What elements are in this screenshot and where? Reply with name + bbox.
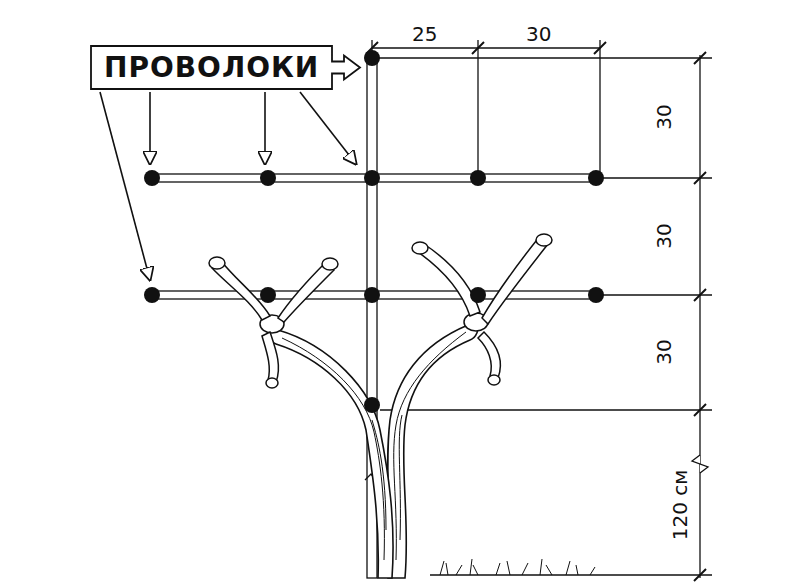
dimension-label: 30 bbox=[653, 102, 675, 131]
callout-text: ПРОВОЛОКИ bbox=[90, 45, 334, 84]
callout-box: ПРОВОЛОКИ bbox=[90, 45, 334, 90]
dimension-label: 30 bbox=[524, 23, 553, 45]
dimension-label: 25 bbox=[410, 23, 439, 45]
dimension-label: 30 bbox=[653, 221, 675, 250]
dimension-label: 30 bbox=[653, 337, 675, 366]
dimension-label: 120 см bbox=[669, 468, 691, 543]
